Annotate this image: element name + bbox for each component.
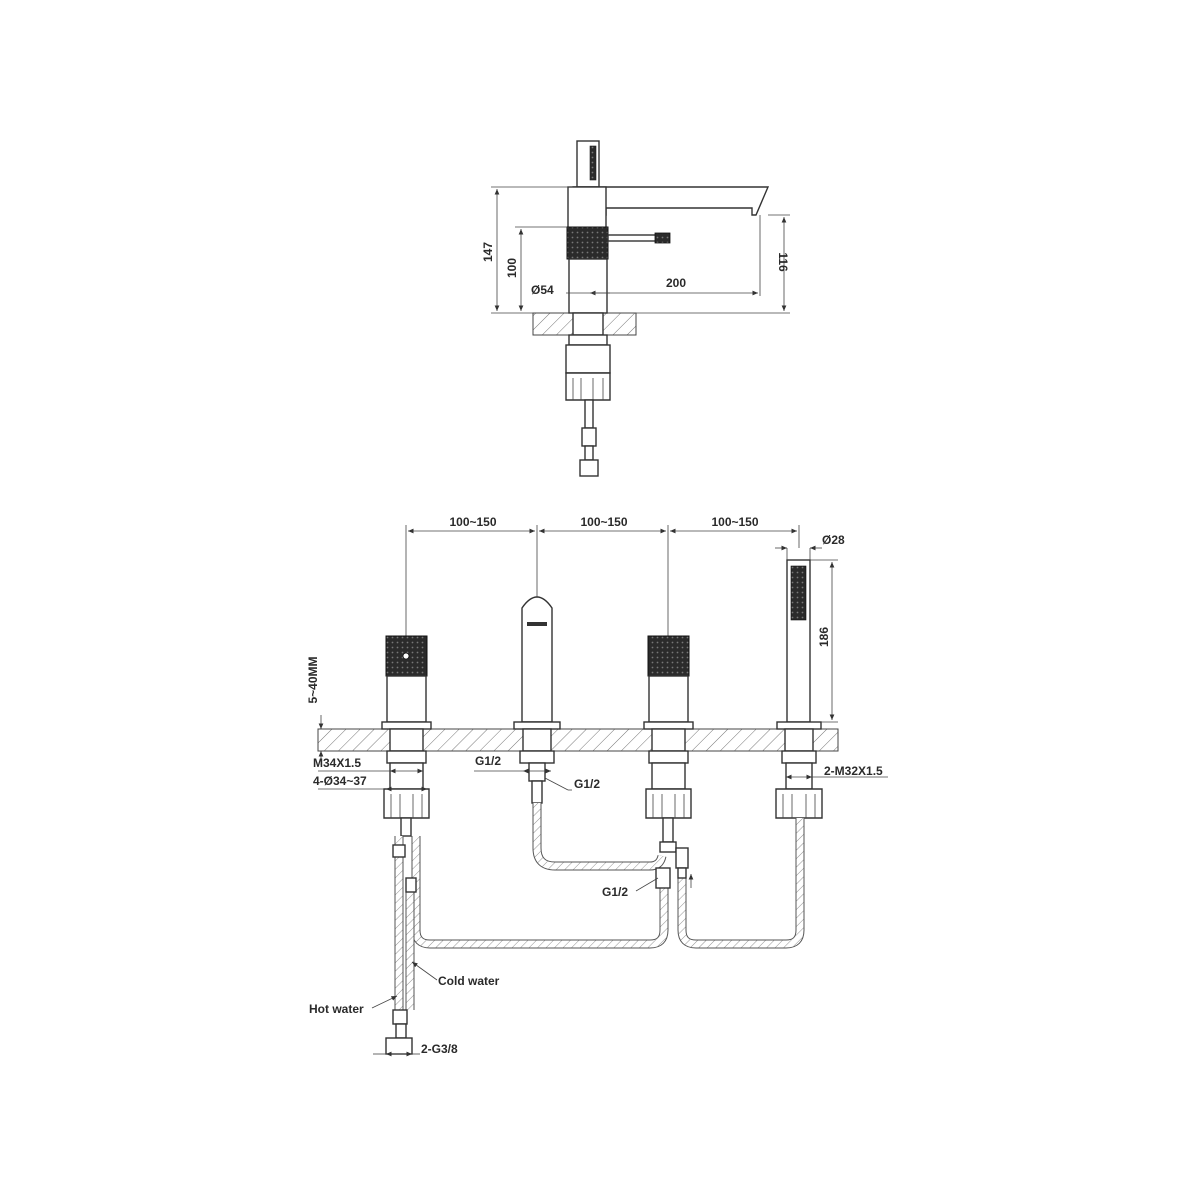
front-deck	[317, 728, 839, 752]
dim-diam54: Ø54	[531, 283, 554, 297]
side-pipe-end	[579, 459, 599, 477]
side-nut	[568, 334, 608, 346]
side-pipe-fitting	[581, 427, 597, 447]
front-view: 100~150 100~150 100~150	[306, 515, 888, 1057]
center-spout	[513, 596, 561, 804]
label-m34: M34X1.5	[313, 756, 361, 770]
label-cold-water: Cold water	[438, 974, 500, 988]
side-fixing-base	[565, 372, 611, 401]
label-g12-spout-shank: G1/2	[475, 754, 501, 768]
dim-100: 100	[505, 258, 519, 278]
dim-spacing-2: 100~150	[580, 515, 627, 529]
right-valve	[643, 635, 694, 853]
side-column	[567, 186, 607, 230]
side-view: 147 100 116 200 Ø54	[481, 140, 790, 477]
label-hot-water: Hot water	[309, 1002, 364, 1016]
side-lever-tip	[654, 232, 671, 244]
right-knurled-handle	[647, 635, 690, 677]
side-pipe	[584, 399, 594, 429]
braided-hoses	[385, 803, 805, 1055]
label-g38: 2-G3/8	[421, 1042, 458, 1056]
dim-200: 200	[666, 276, 686, 290]
side-fixing-body	[565, 344, 611, 374]
side-pipe-lower	[584, 445, 594, 461]
handshower-spray-face	[790, 565, 807, 621]
label-hole-diameter: 4-Ø34~37	[313, 774, 367, 788]
dim-diam28: Ø28	[822, 533, 845, 547]
dim-147: 147	[481, 242, 495, 262]
side-lower-column	[568, 258, 608, 314]
dim-spacing-1: 100~150	[449, 515, 496, 529]
dim-deck-thickness: 5~40MM	[306, 656, 320, 703]
label-g12-spout-tail: G1/2	[574, 777, 600, 791]
handshower	[775, 559, 823, 819]
dim-116: 116	[776, 252, 790, 272]
dim-186: 186	[817, 627, 831, 647]
dim-spacing-3: 100~150	[711, 515, 758, 529]
label-m32: 2-M32X1.5	[824, 764, 883, 778]
label-g12-tee: G1/2	[602, 885, 628, 899]
side-shank	[572, 312, 604, 336]
side-handshower-spray	[589, 145, 597, 181]
side-lever	[607, 234, 657, 242]
left-valve	[381, 635, 432, 837]
side-knurled-handle	[566, 226, 609, 260]
